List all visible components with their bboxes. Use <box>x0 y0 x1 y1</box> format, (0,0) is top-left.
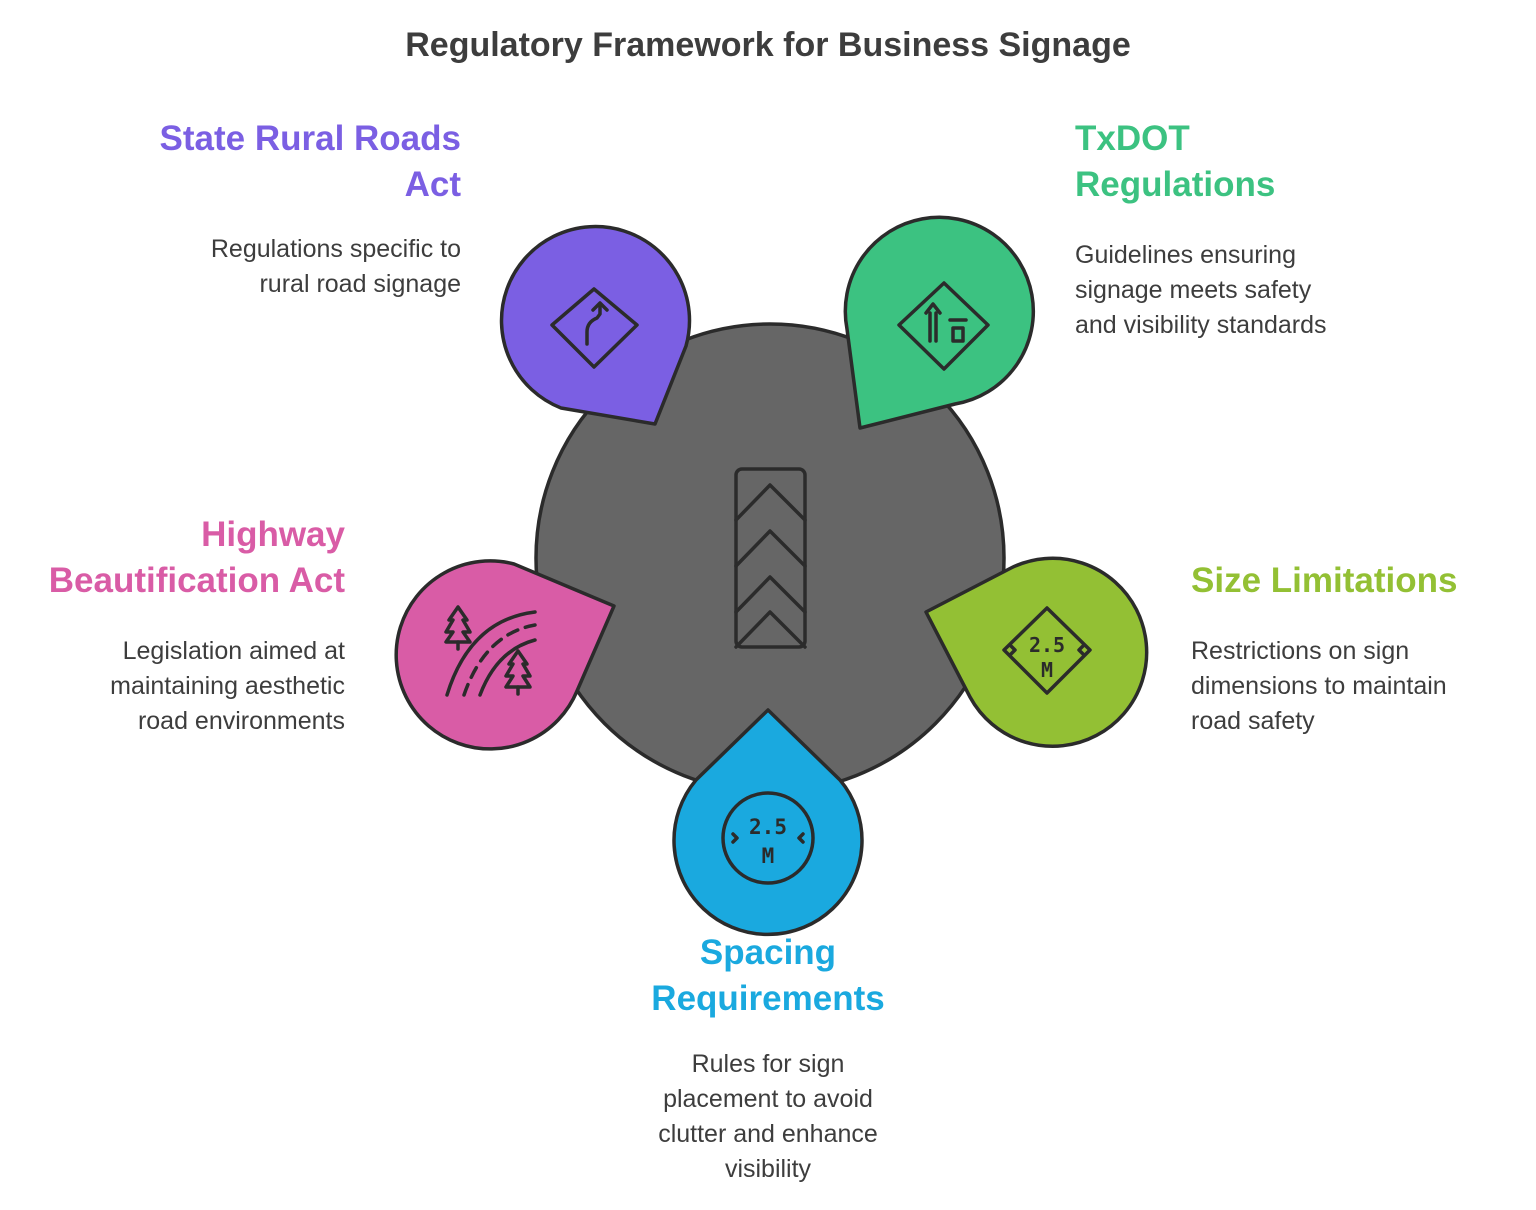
lane-sign-icon <box>897 281 990 371</box>
size-limitations-description: Restrictions on sign dimensions to maint… <box>1191 637 1447 735</box>
petal-txdot <box>843 215 1036 430</box>
petal-spacing <box>672 708 864 937</box>
diagram-title: Regulatory Framework for Business Signag… <box>405 26 1131 64</box>
curved-road-sign-icon <box>550 287 639 369</box>
size-limitations-heading: Size Limitations <box>1191 561 1458 600</box>
size-icon-number: 2.5 <box>1029 633 1065 657</box>
spacing-icon-number: 2.5 <box>749 815 787 839</box>
txdot-description: Guidelines ensuring signage meets safety… <box>1075 241 1327 339</box>
size-icon-unit: M <box>1041 658 1053 682</box>
petal-state-rural-roads <box>499 224 692 426</box>
chevron-road-icon <box>734 467 807 649</box>
state-rural-roads-heading: State Rural Roads Act <box>159 119 461 204</box>
spacing-description: Rules for sign placement to avoid clutte… <box>658 1050 878 1183</box>
highway-beautification-description: Legislation aimed at maintaining aesthet… <box>110 637 345 735</box>
petal-size-limitations <box>924 556 1149 748</box>
txdot-heading: TxDOT Regulations <box>1075 119 1276 204</box>
state-rural-roads-description: Regulations specific to rural road signa… <box>210 235 461 298</box>
height-limit-circle-icon <box>721 791 815 885</box>
height-limit-diamond-icon <box>1002 606 1092 695</box>
road-trees-icon <box>444 605 537 697</box>
spacing-icon-unit: M <box>762 844 775 868</box>
highway-beautification-heading: Highway Beautification Act <box>48 515 345 600</box>
spacing-heading: Spacing Requirements <box>651 933 885 1018</box>
